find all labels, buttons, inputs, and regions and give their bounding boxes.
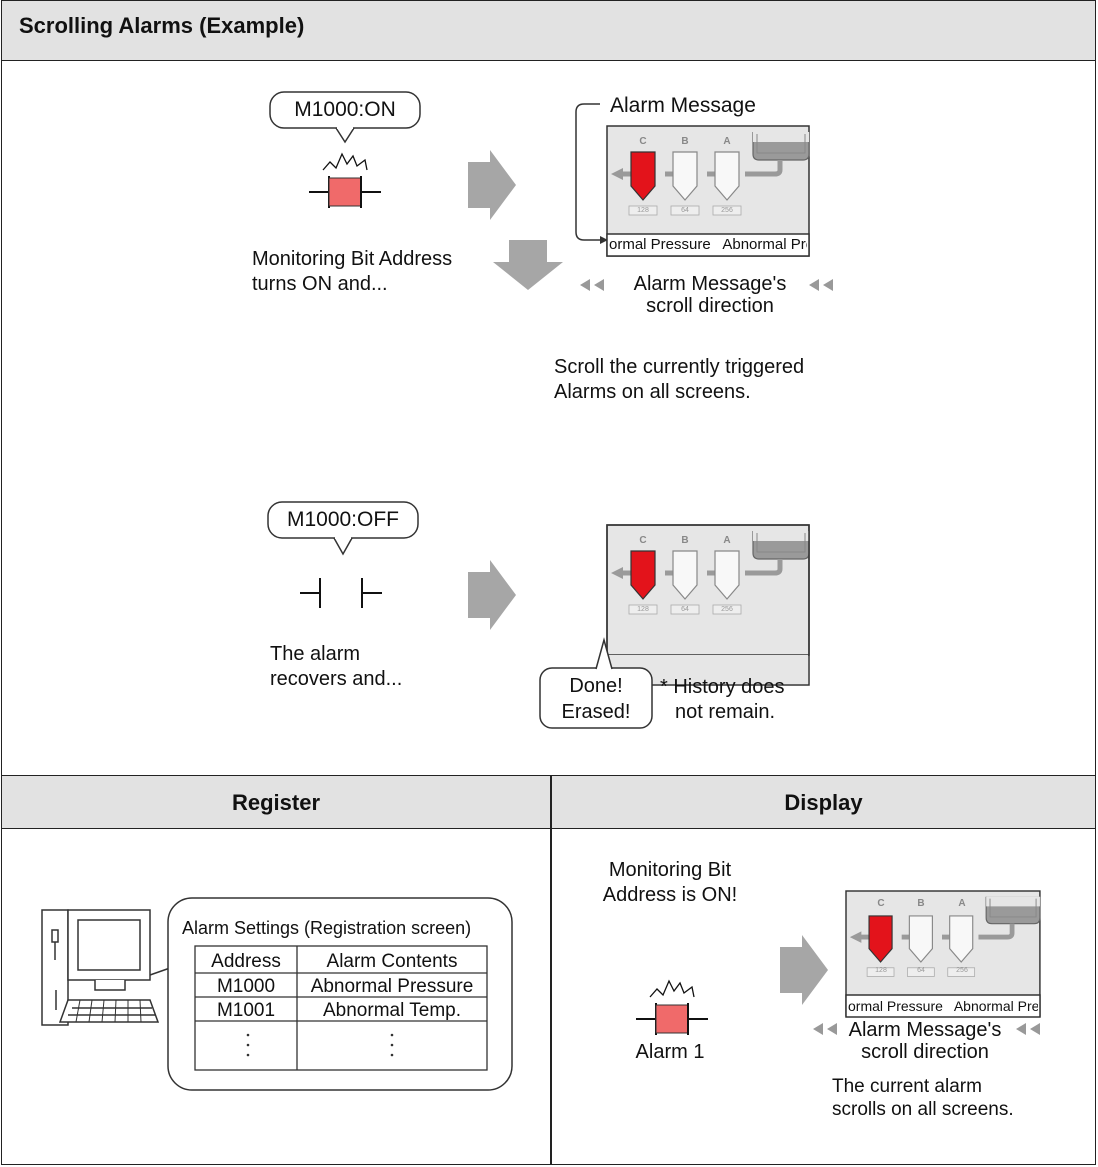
panel-label-a: A bbox=[723, 136, 731, 147]
scroll-direction-1: Alarm Message's bbox=[633, 273, 787, 295]
column-divider bbox=[550, 775, 552, 1165]
bubble-off: M1000:OFF bbox=[286, 508, 400, 531]
display-alarm-label: Alarm 1 bbox=[635, 1041, 705, 1063]
panel-readout-3: 256 bbox=[721, 207, 733, 214]
table-header-address: Address bbox=[211, 951, 281, 972]
display-monitor-1: Monitoring Bit bbox=[608, 859, 732, 881]
history-note-2: not remain. bbox=[675, 701, 776, 723]
display-note-1: The current alarm bbox=[832, 1076, 982, 1097]
table-cell-contents-1: Abnormal Pressure bbox=[310, 976, 474, 997]
panel-readout-1: 128 bbox=[637, 207, 649, 214]
panel-readout-2: 64 bbox=[681, 207, 689, 214]
history-note-1: * History does bbox=[660, 676, 785, 698]
display-heading: Display bbox=[784, 790, 863, 815]
panel2-label-c: C bbox=[639, 535, 647, 546]
display-panel-label-c: C bbox=[877, 898, 885, 909]
panel-label-c: C bbox=[639, 136, 647, 147]
scroll-text: ormal Pressure Abnormal Pre bbox=[609, 236, 807, 253]
caption-off-2: recovers and... bbox=[270, 668, 403, 690]
register-heading: Register bbox=[231, 790, 321, 815]
scroll-note-1: Scroll the currently triggered bbox=[554, 356, 805, 378]
bubble-on: M1000:ON bbox=[294, 98, 396, 121]
panel2-readout-1: 128 bbox=[637, 606, 649, 613]
panel-label-b: B bbox=[681, 136, 689, 147]
title-bar: Scrolling Alarms (Example) bbox=[2, 1, 1095, 61]
display-monitor-2: Address is ON! bbox=[602, 884, 738, 906]
display-panel-label-a: A bbox=[958, 898, 966, 909]
alarm-message-label: Alarm Message bbox=[610, 94, 756, 117]
display-panel-readout-3: 256 bbox=[956, 967, 968, 974]
panel2-readout-3: 256 bbox=[721, 606, 733, 613]
display-panel-readout-2: 64 bbox=[917, 967, 925, 974]
scroll-note-2: Alarms on all screens. bbox=[554, 381, 751, 403]
scroll-direction-2: scroll direction bbox=[646, 295, 774, 317]
caption-off-1: The alarm bbox=[270, 643, 361, 665]
alarm-settings-title: Alarm Settings (Registration screen) bbox=[182, 918, 472, 938]
column-header-bar bbox=[2, 775, 1095, 829]
display-panel-readout-1: 128 bbox=[875, 967, 887, 974]
done-text-2: Erased! bbox=[561, 701, 631, 723]
table-cell-contents-2: Abnormal Temp. bbox=[323, 1000, 461, 1021]
display-scroll-direction-1: Alarm Message's bbox=[848, 1019, 1002, 1041]
done-text-1: Done! bbox=[569, 675, 623, 697]
panel2-label-b: B bbox=[681, 535, 689, 546]
panel2-readout-2: 64 bbox=[681, 606, 689, 613]
caption-on-2: turns ON and... bbox=[252, 273, 388, 295]
display-panel-label-b: B bbox=[917, 898, 925, 909]
panel2-label-a: A bbox=[723, 535, 731, 546]
page-title: Scrolling Alarms (Example) bbox=[19, 13, 305, 38]
caption-on-1: Monitoring Bit Address bbox=[252, 248, 453, 270]
display-scroll-text: ormal Pressure Abnormal Pre bbox=[848, 998, 1038, 1014]
display-scroll-direction-2: scroll direction bbox=[861, 1041, 989, 1063]
table-cell-address-2: M1001 bbox=[216, 1000, 276, 1021]
table-cell-address-1: M1000 bbox=[216, 976, 276, 997]
table-header-contents: Alarm Contents bbox=[326, 951, 458, 972]
display-note-2: scrolls on all screens. bbox=[832, 1099, 1014, 1120]
